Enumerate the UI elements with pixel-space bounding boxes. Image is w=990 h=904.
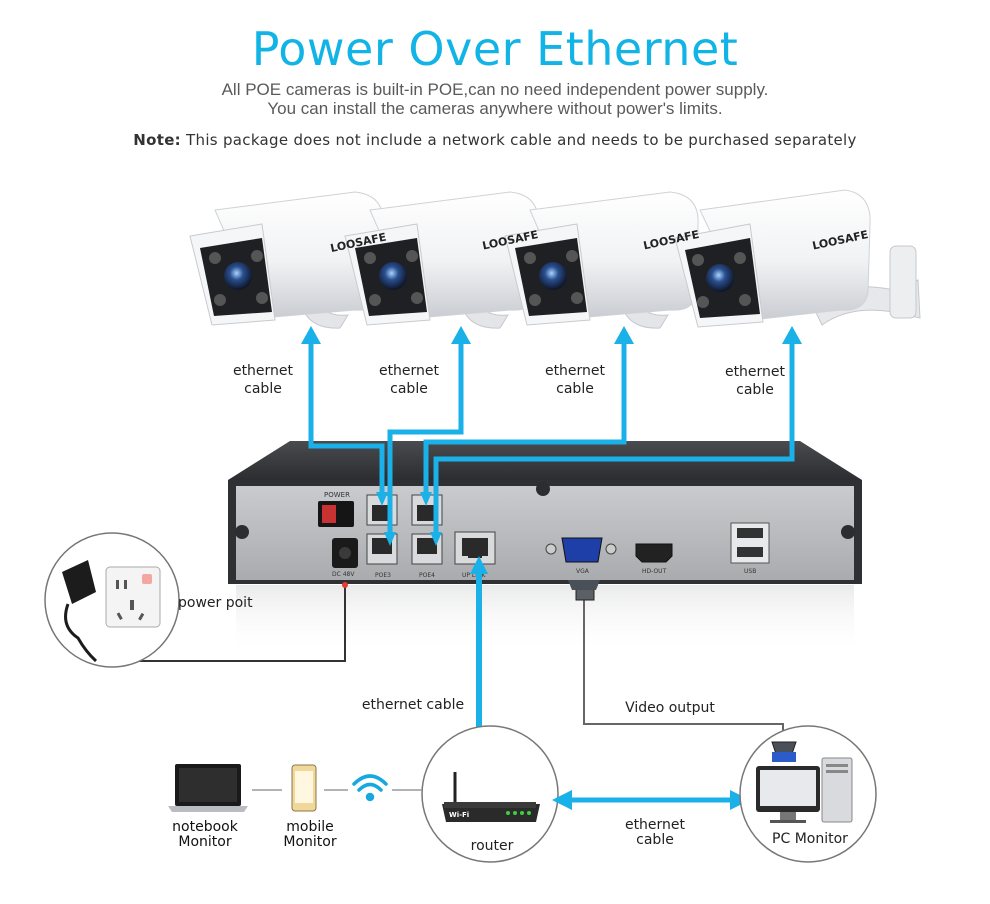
- note-text: This package does not include a network …: [180, 131, 857, 149]
- hdout-label: HD-OUT: [642, 568, 667, 575]
- cable-label-2: ethernet cable: [369, 362, 449, 398]
- notebook-label: notebook Monitor: [160, 820, 250, 850]
- cable-label-4: ethernet cable: [715, 363, 795, 399]
- bottom-cable-line1: ethernet: [624, 817, 686, 833]
- cable-label-4-line2: cable: [736, 382, 774, 398]
- power-label: POWER: [324, 491, 350, 499]
- camera-3-lens: [539, 262, 567, 290]
- mobile-label-line2: Monitor: [283, 834, 337, 850]
- mobile-label-line1: mobile: [286, 819, 334, 835]
- video-output-label: Video output: [625, 700, 715, 716]
- cable-label-3-line2: cable: [556, 381, 594, 397]
- dc-label: DC 48V: [332, 571, 355, 578]
- poe4-label: POE4: [419, 572, 435, 579]
- camera-4-lens: [706, 264, 734, 292]
- power-outlet-illustration: [44, 532, 180, 668]
- notebook-label-line1: notebook: [172, 819, 238, 835]
- uplink-label: UP LINK: [462, 572, 487, 579]
- package-note: Note: This package does not include a ne…: [0, 131, 990, 149]
- note-label: Note:: [133, 131, 181, 149]
- vga-port[interactable]: [545, 537, 617, 563]
- cable-label-3: ethernet cable: [535, 362, 615, 398]
- mobile-label: mobile Monitor: [270, 820, 350, 850]
- notebook-label-line2: Monitor: [178, 834, 232, 850]
- router-label: router: [470, 838, 514, 854]
- camera-1-lens: [224, 262, 252, 290]
- camera-1: [189, 191, 384, 329]
- subtitle-line-1: All POE cameras is built-in POE,can no n…: [221, 80, 769, 99]
- pc-illustration: [739, 725, 877, 863]
- vga-label: VGA: [576, 568, 590, 575]
- router-illustration: [421, 725, 559, 863]
- subtitle-line-2: You can install the cameras anywhere wit…: [267, 99, 723, 118]
- page-title: Power Over Ethernet: [251, 22, 739, 76]
- camera-2: [344, 191, 539, 329]
- ethernet-cable-label: ethernet cable: [361, 697, 465, 713]
- poe3-label: POE3: [375, 572, 391, 579]
- cable-label-3-line1: ethernet: [544, 363, 606, 379]
- camera-4: [674, 189, 921, 328]
- pc-monitor-label: PC Monitor: [772, 831, 848, 847]
- camera-cables: [308, 340, 795, 540]
- camera-2-lens: [379, 262, 407, 290]
- cable-label-1: ethernet cable: [223, 362, 303, 398]
- usb-label: USB: [744, 568, 756, 575]
- bottom-cable-label: ethernet cable: [608, 818, 702, 848]
- notebook-illustration: [168, 764, 248, 812]
- bottom-cable-line2: cable: [636, 832, 674, 848]
- router-wifi-text: Wi-Fi: [449, 811, 469, 819]
- wifi-icon: [352, 774, 388, 802]
- cable-label-1-line2: cable: [244, 381, 282, 397]
- camera-3: [504, 191, 699, 329]
- camera-cable-arrows: [301, 326, 802, 546]
- usb-ports[interactable]: [730, 522, 770, 564]
- cable-label-2-line1: ethernet: [378, 363, 440, 379]
- power-point-label: power poit: [178, 595, 253, 611]
- cable-label-4-line1: ethernet: [724, 364, 786, 380]
- cable-label-2-line2: cable: [390, 381, 428, 397]
- hdmi-port[interactable]: [635, 543, 673, 563]
- router-pc-cable: [552, 790, 750, 810]
- cable-label-1-line1: ethernet: [232, 363, 294, 379]
- power-cable: [96, 585, 346, 662]
- mobile-illustration: [291, 764, 317, 812]
